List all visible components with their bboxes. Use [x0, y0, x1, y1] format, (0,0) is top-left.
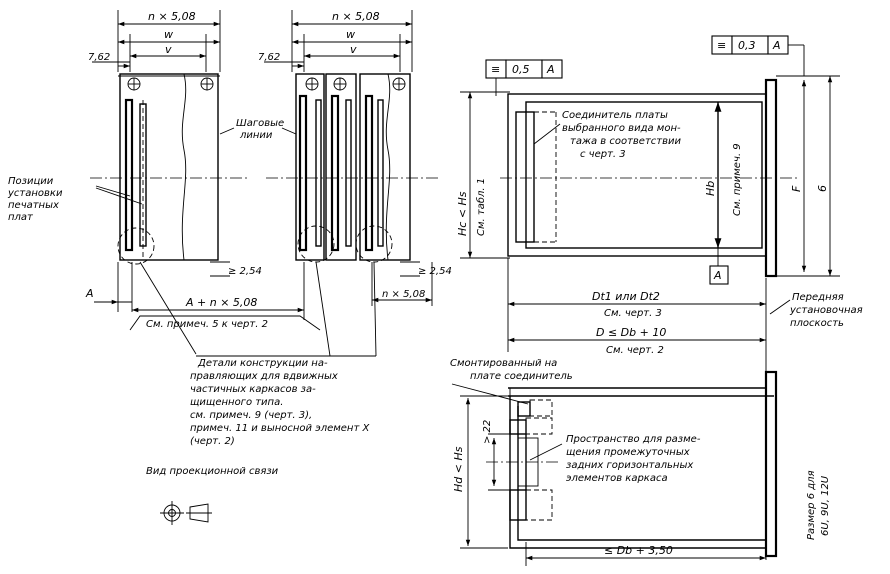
dim-d-le: D ≤ Db + 10	[596, 326, 666, 339]
svg-text:элементов каркаса: элементов каркаса	[566, 473, 668, 484]
svg-text:правляющих для вдвижных: правляющих для вдвижных	[190, 371, 338, 382]
see-drw3: См. черт. 3	[604, 308, 662, 319]
projection-view: Вид проекционной связи	[146, 466, 279, 525]
svg-text:линии: линии	[239, 130, 273, 141]
dim-762-middle: 7,62	[258, 52, 280, 63]
svg-text:A: A	[546, 63, 555, 76]
svg-text:0,5: 0,5	[512, 63, 530, 76]
dim-ge254-b: ≥ 2,54	[418, 266, 452, 277]
guides-label: Шаговые линии	[219, 118, 297, 141]
see-note9: См. примеч. 9	[732, 143, 743, 216]
svg-text:щищенного типа.: щищенного типа.	[190, 397, 283, 408]
svg-text:0,3: 0,3	[738, 39, 756, 52]
dim-ge22: > 22	[482, 420, 493, 444]
svg-text:≡: ≡	[491, 63, 500, 76]
svg-text:Пространство для разме-: Пространство для разме-	[566, 434, 701, 445]
see-tab1: См. табл. 1	[475, 178, 487, 236]
dim-w-middle: w	[346, 28, 355, 41]
connector-note: Соединитель платы выбранного вида мон- т…	[562, 110, 681, 160]
dim-w-left: w	[164, 28, 173, 41]
mounted-label: Смонтированный на плате соединитель	[450, 358, 573, 382]
svg-text:Детали конструкции на-: Детали конструкции на-	[197, 358, 328, 369]
projection-symbol-icon	[160, 501, 212, 525]
lower-dims: A A + n × 5,08 См. примеч. 5 к черт. 2 n…	[85, 262, 433, 331]
dim-dt: Dt1 или Dt2	[592, 290, 660, 303]
svg-text:Шаговые: Шаговые	[236, 118, 284, 129]
svg-text:печатных: печатных	[8, 200, 59, 211]
dim-n508-left: n × 5,08	[148, 10, 196, 23]
svg-text:щения промежуточных: щения промежуточных	[566, 447, 690, 458]
dim-hb: Hb	[704, 181, 717, 196]
space-label: Пространство для разме- щения промежуточ…	[566, 434, 701, 484]
details-leaders	[139, 261, 377, 357]
svg-text:плате соединитель: плате соединитель	[470, 371, 573, 382]
positions-label: Позиции установки печатных плат	[7, 176, 63, 223]
right-lower-view	[451, 370, 778, 566]
svg-text:тажа в соответствии: тажа в соответствии	[570, 136, 681, 147]
details-note: Детали конструкции на- правляющих для вд…	[190, 358, 370, 447]
dim-A: A	[85, 287, 94, 300]
svg-text:плат: плат	[8, 212, 34, 223]
dim-F: F	[790, 185, 803, 192]
svg-text:Соединитель платы: Соединитель платы	[562, 110, 668, 121]
svg-text:установочная: установочная	[789, 305, 863, 316]
size6-label-1: Размер 6 для	[806, 470, 817, 540]
svg-text:≡: ≡	[717, 39, 726, 52]
dim-hd: Hd < Hs	[452, 446, 465, 492]
dim-v-left: v	[165, 43, 172, 56]
right-upper-view: ≡ 0,5 A ≡ 0,3 A	[460, 35, 840, 285]
datum-A: A	[713, 269, 722, 282]
dim-bottom: ≤ Db + 3,50	[604, 544, 673, 557]
depth-dims: Dt1 или Dt2 См. черт. 3 D ≤ Db + 10 См. …	[507, 258, 767, 560]
svg-text:с черт. 3: с черт. 3	[580, 149, 626, 160]
svg-text:Передняя: Передняя	[792, 292, 844, 303]
front-plane-label: Передняя установочная плоскость	[769, 292, 863, 329]
left-view: n × 5,08 w v 7,62	[88, 10, 248, 265]
svg-text:установки: установки	[7, 188, 63, 199]
dim-A-n508: A + n × 5,08	[185, 296, 257, 309]
tolerance-frame-right: ≡ 0,3 A	[711, 35, 805, 76]
see-drw2: См. черт. 2	[606, 345, 664, 356]
gap-dims: ≥ 2,54 ≥ 2,54	[210, 261, 452, 277]
svg-text:Позиции: Позиции	[8, 176, 54, 187]
svg-text:примеч. 11 и выносной элемент: примеч. 11 и выносной элемент X	[190, 423, 370, 434]
svg-text:Смонтированный на: Смонтированный на	[450, 358, 557, 369]
size6-label-2: 6U, 9U, 12U	[820, 475, 831, 536]
dim-n508-middle: n × 5,08	[332, 10, 380, 23]
dim-762-left: 7,62	[88, 52, 110, 63]
projection-label: Вид проекционной связи	[146, 466, 279, 477]
dim-n508-small: n × 5,08	[382, 289, 425, 300]
dim-v-middle: v	[350, 43, 357, 56]
svg-text:выбранного вида мон-: выбранного вида мон-	[562, 122, 681, 134]
dim-ge254-a: ≥ 2,54	[228, 266, 262, 277]
svg-text:см. примеч. 9 (черт. 3),: см. примеч. 9 (черт. 3),	[190, 410, 312, 421]
see-note5: См. примеч. 5 к черт. 2	[146, 319, 268, 330]
svg-text:плоскость: плоскость	[790, 318, 844, 329]
svg-text:задних горизонтальных: задних горизонтальных	[566, 460, 693, 471]
svg-text:A: A	[772, 39, 781, 52]
dim-hc: Hc < Hs	[456, 191, 469, 236]
svg-text:(черт. 2): (черт. 2)	[190, 436, 235, 447]
svg-text:частичных каркасов за-: частичных каркасов за-	[190, 384, 316, 395]
dim-6: 6	[816, 185, 829, 192]
tolerance-frame-left: ≡ 0,5 A	[485, 59, 563, 96]
middle-view: n × 5,08 w v 7,62	[258, 10, 440, 263]
